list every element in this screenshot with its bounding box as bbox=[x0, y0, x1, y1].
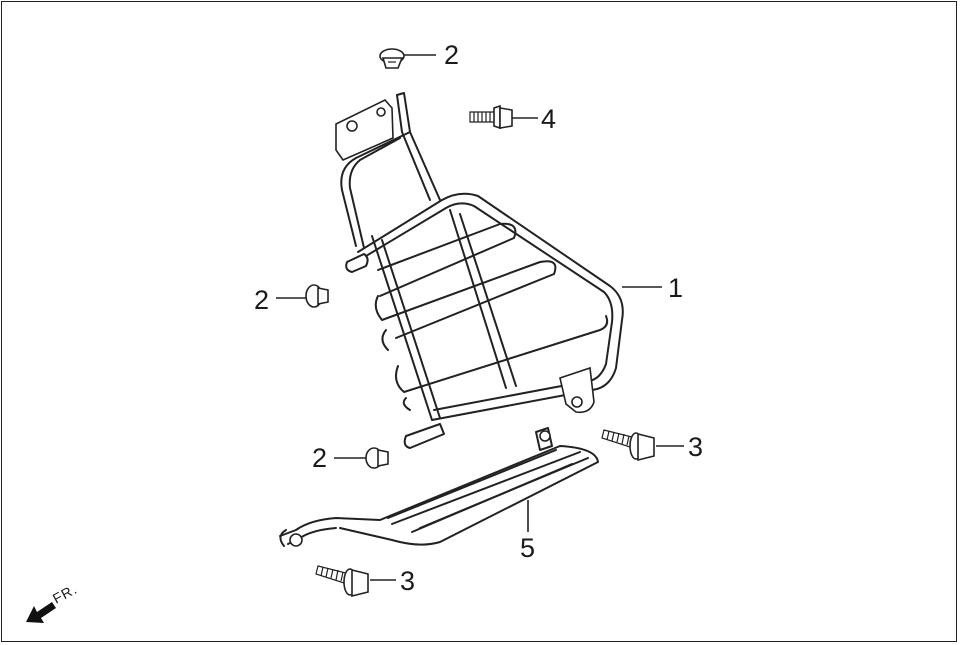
bolt-part-4 bbox=[469, 104, 513, 130]
callout-part-4: 4 bbox=[541, 104, 556, 134]
clip-fastener-part-2-left bbox=[305, 284, 329, 308]
callout-part-2-bottom: 2 bbox=[312, 443, 327, 473]
callout-part-3-right: 3 bbox=[688, 432, 703, 462]
front-direction-arrow-icon bbox=[26, 602, 56, 623]
bolt-part-3-bottom bbox=[315, 565, 369, 598]
direction-label: FR. bbox=[50, 581, 80, 607]
clip-fastener-part-2-bottom bbox=[365, 447, 389, 469]
guard-frame-part-1 bbox=[335, 92, 624, 449]
callout-part-3-bottom: 3 bbox=[400, 566, 415, 596]
clip-fastener-part-2-top bbox=[379, 48, 405, 69]
callout-part-2-top: 2 bbox=[444, 40, 459, 70]
callout-part-1: 1 bbox=[668, 273, 683, 303]
footrest-part-5 bbox=[279, 427, 599, 547]
callout-part-2-left: 2 bbox=[254, 285, 269, 315]
bolt-part-3-right bbox=[601, 429, 655, 462]
callout-part-5: 5 bbox=[520, 533, 535, 563]
